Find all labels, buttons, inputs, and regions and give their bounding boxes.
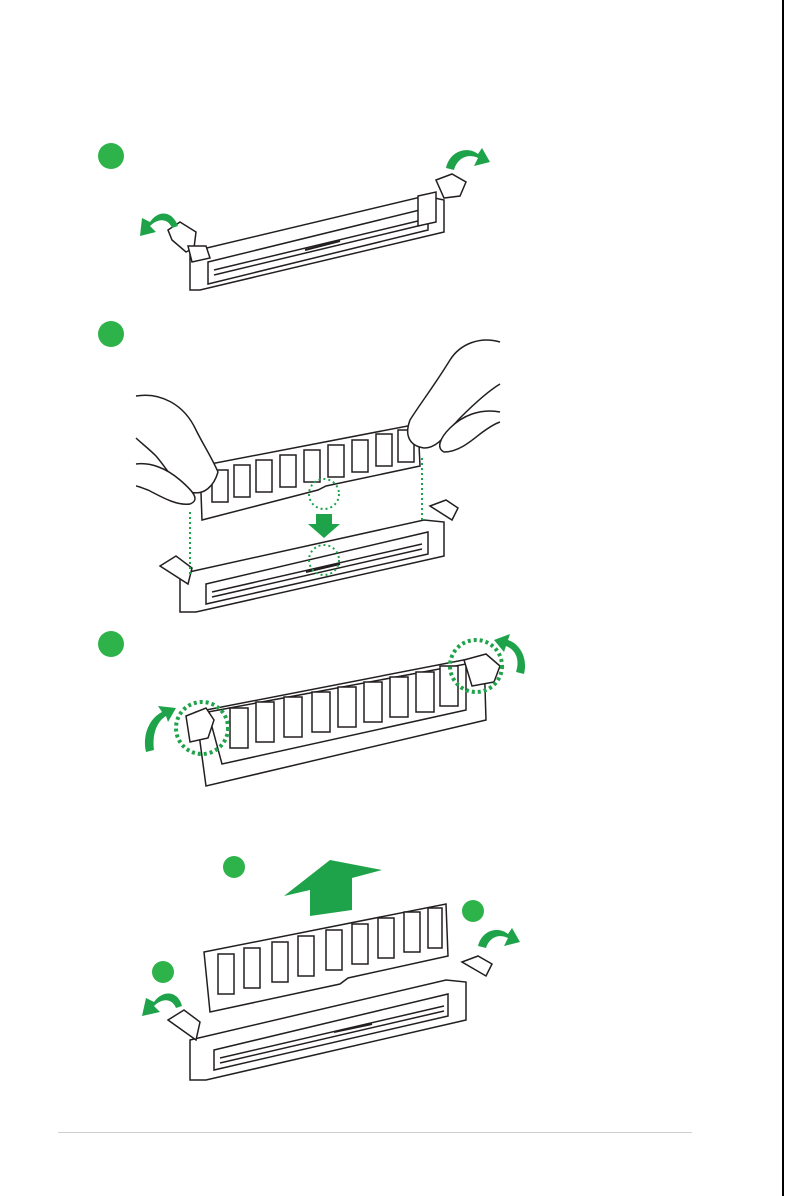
release-arrow-icon: [478, 928, 520, 948]
footer-rule: [58, 1132, 692, 1133]
lock-arrow-icon: [145, 706, 176, 752]
step-1-marker: [98, 143, 124, 169]
step-3-marker: [98, 631, 124, 657]
step-1-slot: [168, 174, 466, 290]
step-2-marker: [98, 321, 124, 347]
removal-marker-b: [223, 856, 245, 878]
remove-arrow-icon: [284, 860, 382, 916]
release-arrow-icon: [142, 993, 182, 1016]
step-2-module: [200, 424, 420, 520]
release-arrow-icon: [446, 148, 490, 170]
step-3: [98, 631, 525, 786]
hand-left: [136, 395, 218, 504]
hand-right: [408, 340, 500, 452]
removal-marker-a-left: [152, 961, 174, 983]
removal-marker-a-right: [462, 900, 484, 922]
insert-arrow-icon: [308, 514, 340, 538]
step-1: [98, 143, 490, 290]
removal-step: [142, 856, 520, 1080]
step-2: [98, 321, 500, 612]
